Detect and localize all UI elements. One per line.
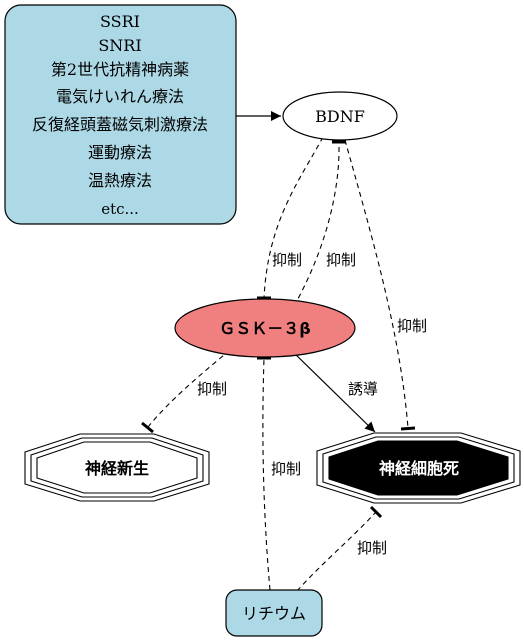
bdnf-node: BDNF (282, 91, 398, 141)
treatment-snri: SNRI (98, 36, 141, 55)
gsk3b-node: ＧＳＫ－３β (174, 298, 356, 358)
edge-gsk-to-death (291, 350, 376, 433)
gsk3b-label: ＧＳＫ－３β (219, 319, 310, 338)
edge-gsk-to-bdnf (293, 143, 340, 307)
treatment-thermal: 温熱療法 (88, 171, 152, 190)
lithium-label: リチウム (242, 604, 306, 623)
treatment-rtms: 反復経頭蓋磁気刺激療法 (32, 115, 208, 134)
treatments-node: SSRI SNRI 第2世代抗精神病薬 電気けいれん療法 反復経頭蓋磁気刺激療法… (4, 4, 237, 225)
edge-gsk-to-neurogenesis (147, 349, 231, 428)
edge-lithium-to-gsk (262, 357, 271, 591)
inhibit-bar-death-bottom (369, 505, 383, 519)
treatment-exercise: 運動療法 (88, 143, 152, 162)
edge-label-gsk-to-bdnf: 抑制 (326, 251, 356, 269)
inhibit-bar-death-top (400, 426, 416, 431)
edge-label-lithium-to-death: 抑制 (357, 539, 387, 557)
cell-death-label: 神経細胞死 (379, 459, 459, 478)
treatment-ssri: SSRI (100, 12, 140, 31)
treatment-etc: etc... (101, 200, 139, 218)
bdnf-label: BDNF (315, 107, 365, 126)
treatment-ect: 電気けいれん療法 (56, 87, 184, 106)
cell-death-node: 神経細胞死 (316, 432, 521, 504)
edge-label-lithium-to-gsk: 抑制 (271, 460, 301, 478)
edge-label-gsk-to-death: 誘導 (348, 380, 378, 398)
edge-label-bdnf-to-death: 抑制 (397, 317, 427, 335)
treatment-antipsychotic: 第2世代抗精神病薬 (51, 60, 189, 79)
neurogenesis-node: 神経新生 (24, 433, 210, 502)
edge-bdnf-to-gsk (263, 136, 324, 299)
edge-bdnf-to-death (344, 139, 409, 429)
inhibit-bar-neurogenesis-top (141, 421, 154, 434)
edge-lithium-to-death (296, 511, 377, 592)
edge-label-gsk-to-neurogenesis: 抑制 (197, 380, 227, 398)
lithium-node: リチウム (225, 589, 323, 637)
edge-label-bdnf-to-gsk: 抑制 (272, 251, 302, 269)
neurogenesis-label: 神経新生 (85, 459, 149, 478)
